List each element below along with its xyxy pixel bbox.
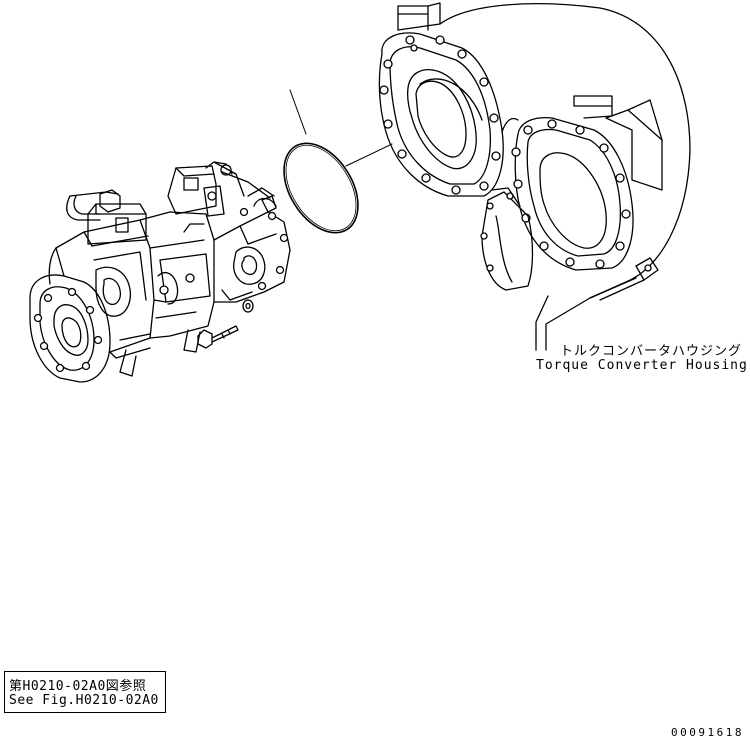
reference-text-en: See Fig.H0210-02A0 (9, 693, 159, 708)
torque-converter-housing (378, 2, 691, 351)
figure-reference-box: 第H0210-02A0図参照 See Fig.H0210-02A0 (4, 671, 166, 713)
o-ring-gasket (283, 89, 393, 234)
hydraulic-pump-assembly (29, 161, 291, 383)
reference-text-jp: 第H0210-02A0図参照 (9, 679, 147, 694)
figure-number: 00091618 (671, 726, 744, 739)
housing-label-jp: トルクコンバータハウジング (560, 344, 743, 359)
housing-label-en: Torque Converter Housing (536, 358, 748, 373)
